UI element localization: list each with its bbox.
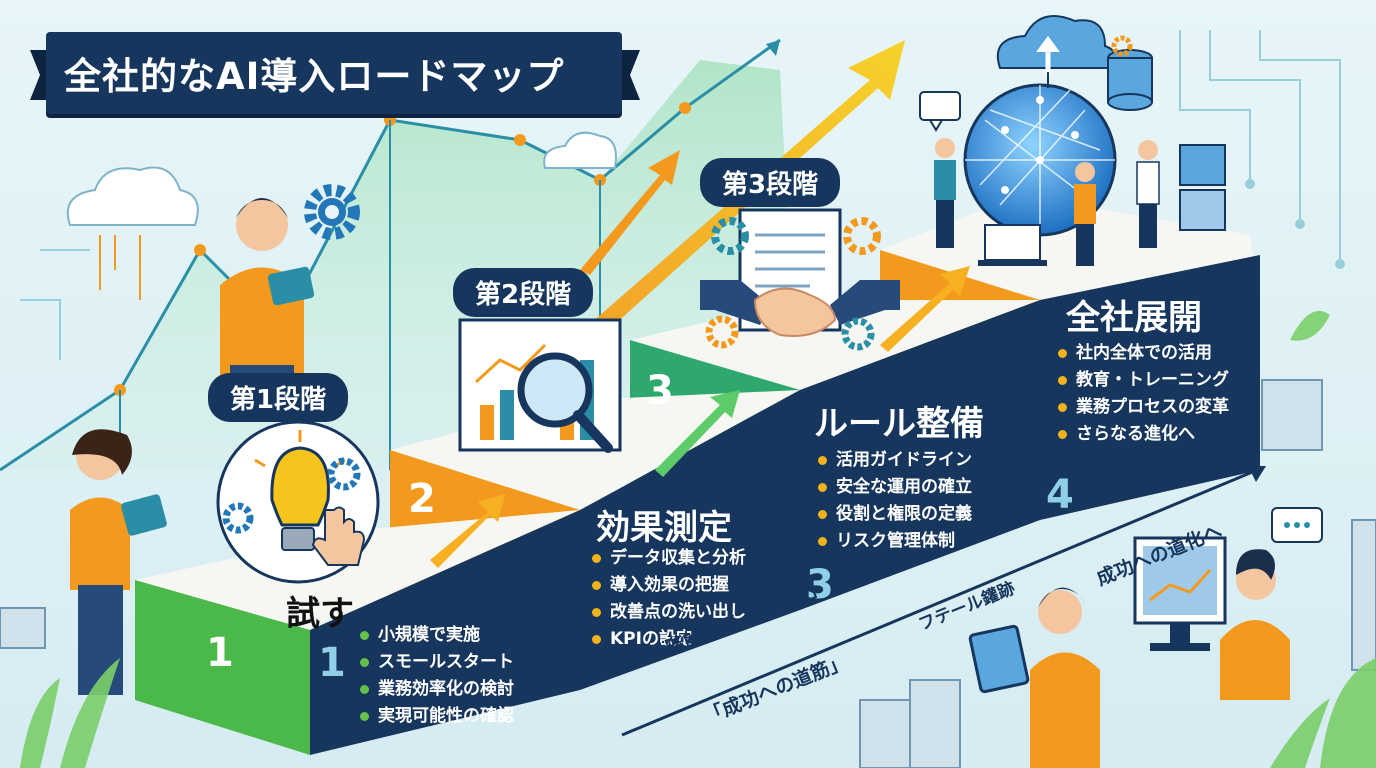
stage-1-pill: 第1段階 (208, 373, 349, 422)
list-item: 業務効率化の検討 (360, 676, 514, 703)
list-item: さらなる進化へ (1058, 421, 1229, 448)
chat-bubble-icon (919, 91, 1323, 543)
stage-2-step-number: 2 (408, 476, 436, 522)
list-item: 社内全体での活用 (1058, 340, 1229, 367)
pointer-hand-icon (311, 506, 366, 566)
person-figure (1074, 162, 1096, 266)
title-banner (46, 32, 622, 114)
plant-decor (20, 310, 1376, 768)
gear-icon (841, 317, 875, 351)
gear-icon (304, 184, 360, 240)
stage-1-list-number: 1 (318, 640, 346, 686)
banner-ribbon-right (622, 50, 640, 100)
person-figure (1136, 140, 1160, 248)
stage-4-title: 全社展開 (1066, 298, 1202, 338)
stage-2-list: データ収集と分析 導入効果の把握 改善点の洗い出し KPIの設定 (592, 545, 746, 653)
list-item: KPIの設定 (592, 626, 746, 653)
list-item: データ収集と分析 (592, 545, 746, 572)
stage-2-title: 効果測定 (596, 508, 732, 548)
stage-3-pill: 第3段階 (700, 158, 841, 207)
cloud-icon (66, 131, 617, 226)
gear-icon (1111, 35, 1133, 57)
person-figure (934, 138, 956, 248)
magnifier-chart-icon (458, 318, 622, 453)
list-item: 役割と権限の定義 (818, 501, 972, 528)
circuit-decor (20, 30, 1345, 360)
list-item: 導入効果の把握 (592, 572, 746, 599)
stage-3-step-number: 3 (646, 368, 674, 414)
building-icon (859, 379, 1376, 768)
page-title: 全社的なAI導入ロードマップ (64, 55, 565, 98)
cloud-rain-decor (99, 235, 141, 300)
list-item: 小規模で実施 (360, 622, 514, 649)
stage-1-list: 小規模で実施 スモールスタート 業務効率化の検討 実現可能性の確認 (360, 622, 514, 730)
list-item: 教育・トレーニング (1058, 367, 1229, 394)
computer-desk (1133, 536, 1227, 651)
stage-4-list: 社内全体での活用 教育・トレーニング 業務プロセスの変革 さらなる進化へ (1058, 340, 1229, 448)
stage-2-pill: 第2段階 (453, 268, 594, 317)
gear-icon (711, 217, 749, 255)
gear-icon (327, 457, 361, 491)
stage-1-step-number: 1 (206, 630, 234, 676)
list-item: 安全な運用の確立 (818, 474, 972, 501)
list-item: 実現可能性の確認 (360, 703, 514, 730)
list-item: 活用ガイドライン (818, 447, 972, 474)
success-path-line (621, 466, 1266, 737)
gear-icon (222, 502, 254, 534)
person-with-tablet-3 (968, 587, 1100, 768)
gear-icon (843, 217, 881, 255)
handshake-icon (700, 280, 900, 337)
cloud-upload-icon (996, 15, 1118, 88)
stage-3-list: 活用ガイドライン 安全な運用の確立 役割と権限の定義 リスク管理体制 (818, 447, 972, 555)
stage-3-title: ルール整備 (814, 404, 984, 444)
server-icon (1179, 144, 1226, 231)
stage-3-list-number: 3 (806, 562, 834, 608)
stage-4-step-number: 4 (1046, 472, 1074, 518)
list-item: 改善点の洗い出し (592, 599, 746, 626)
laptop-icon (978, 224, 1047, 266)
database-icon (1107, 49, 1153, 111)
list-item: 業務プロセスの変革 (1058, 394, 1229, 421)
stage-1-title: 試す (286, 594, 354, 634)
person-with-tablet-2 (70, 429, 167, 695)
person-at-computer (1220, 549, 1290, 700)
growth-arrow-icon (766, 40, 780, 56)
list-item: リスク管理体制 (818, 528, 972, 555)
gear-icon (705, 315, 739, 349)
step-arrow-icon (430, 266, 970, 568)
banner-ribbon-left (30, 50, 46, 100)
step-arrow-icon-green (655, 390, 740, 477)
list-item: スモールスタート (360, 649, 514, 676)
server-icon (0, 607, 46, 649)
